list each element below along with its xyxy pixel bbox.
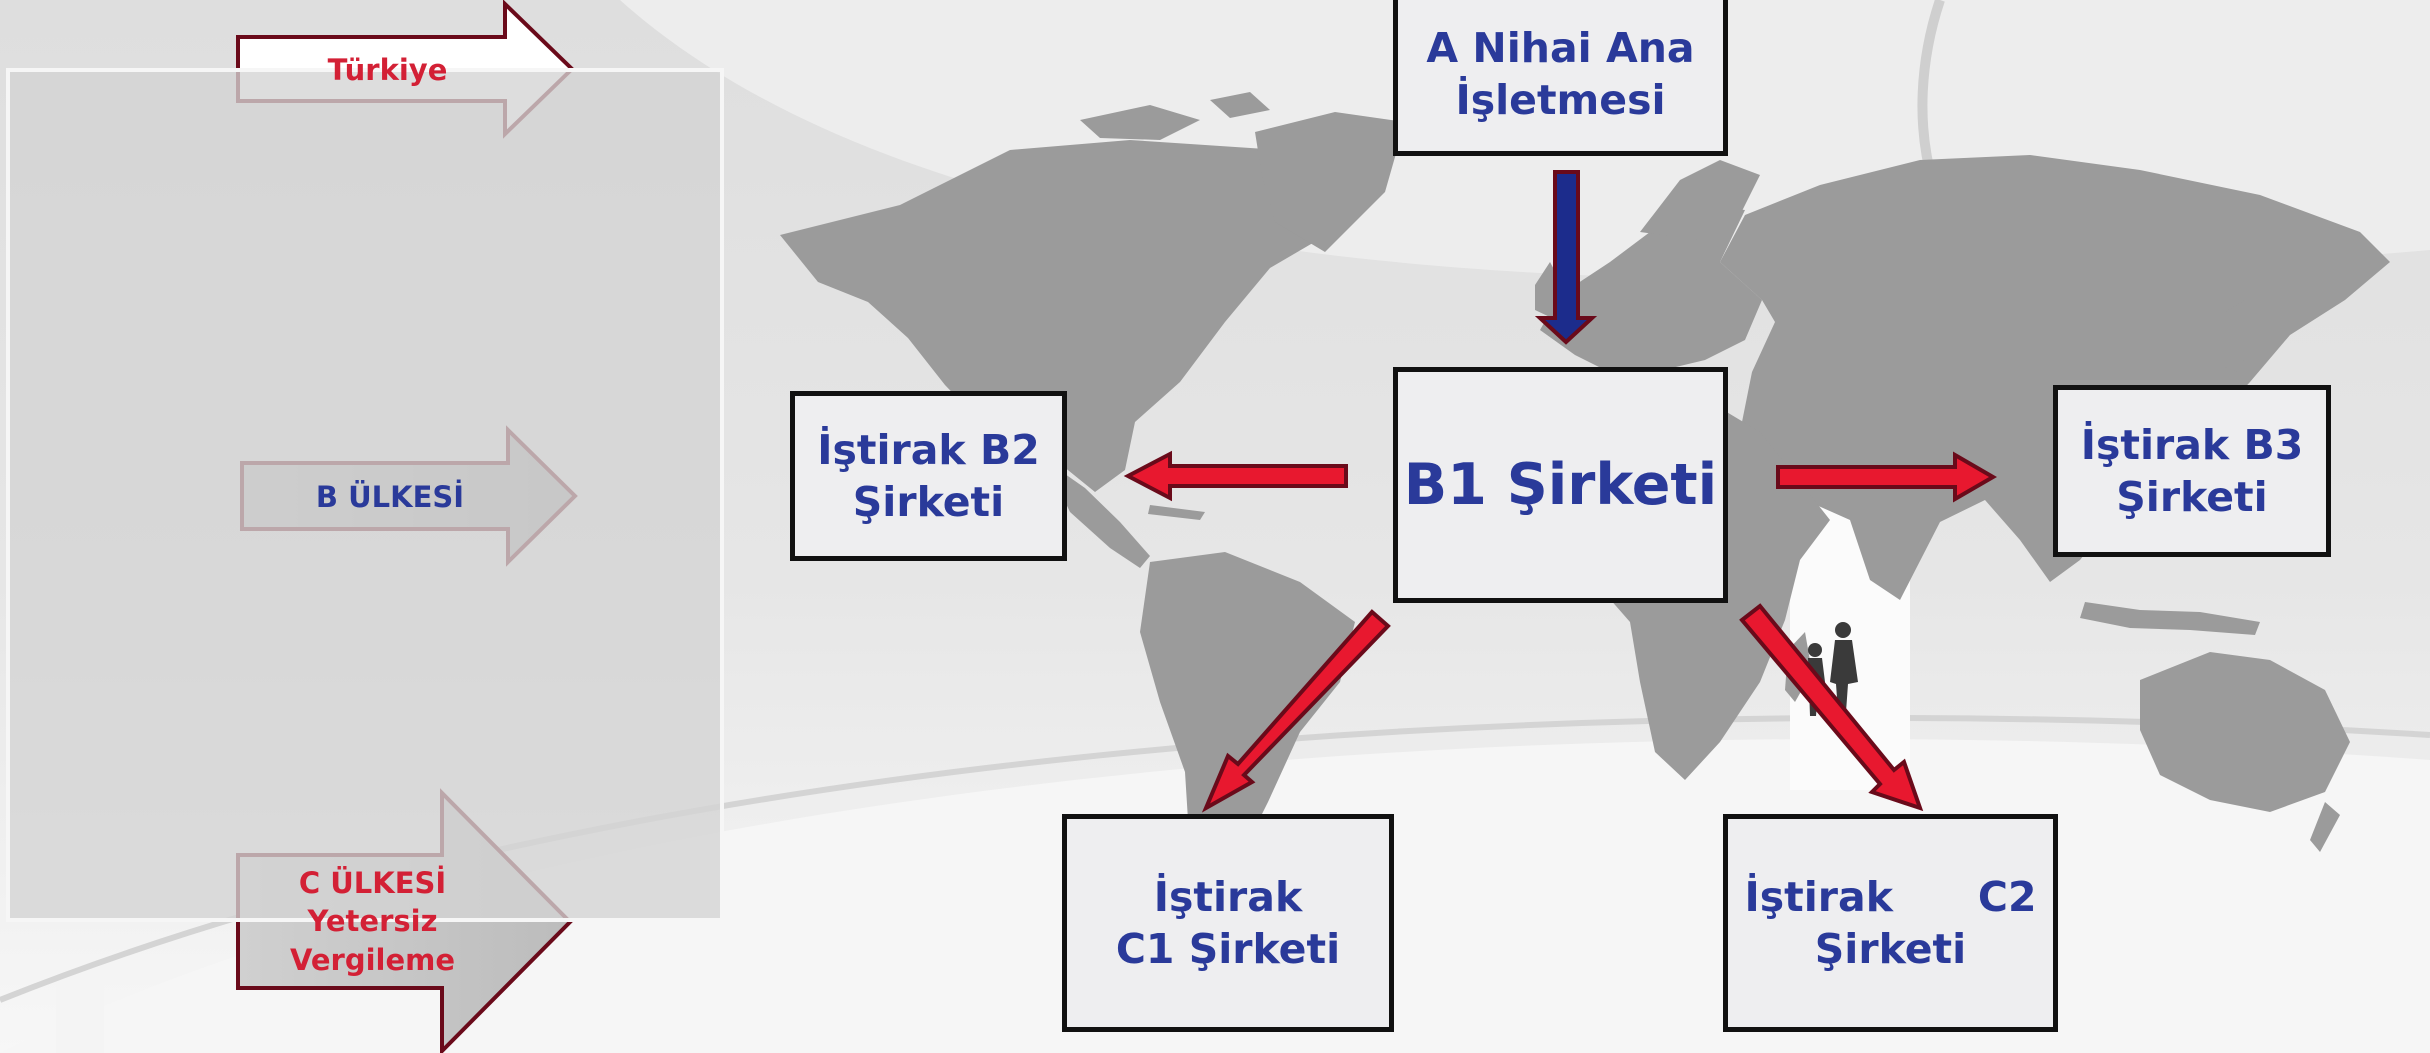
node-a-parent-line-1: A Nihai Ana <box>1426 23 1695 72</box>
node-c2-word: İştirak <box>1744 872 1893 921</box>
c-ulkesi-label: C ÜLKESİ Yetersiz Vergileme <box>275 864 470 979</box>
node-c1-line-1: İştirak <box>1153 872 1303 921</box>
b-ulkesi-label: B ÜLKESİ <box>315 480 465 514</box>
arrow-b1-to-b3 <box>1776 451 1997 503</box>
arrow-b1-to-c1 <box>1201 609 1391 813</box>
node-c1: İştirak C1 Şirketi <box>1062 814 1394 1032</box>
country-panel <box>6 68 724 922</box>
node-b3-line-2: Şirketi <box>2116 473 2268 521</box>
arrow-b1-to-b2 <box>1123 450 1348 502</box>
arrow-a-to-b1 <box>1534 170 1598 345</box>
node-c1-line-2: C1 Şirketi <box>1115 925 1341 973</box>
node-b1: B1 Şirketi <box>1393 367 1728 603</box>
node-a-parent-line-2: İşletmesi <box>1455 76 1666 124</box>
node-c2-line-2: Şirketi <box>1814 925 1967 973</box>
node-b2: İştirak B2 Şirketi <box>790 391 1067 561</box>
c-ulkesi-line-1: C ÜLKESİ <box>298 866 447 900</box>
c-ulkesi-line-2: Yetersiz <box>307 904 438 939</box>
node-a-parent: A Nihai Ana İşletmesi <box>1393 0 1728 156</box>
node-b3-line-1: İştirak B3 <box>2080 420 2304 469</box>
turkiye-label: Türkiye <box>327 53 448 87</box>
node-b2-line-1: İştirak B2 <box>817 425 1040 474</box>
node-c2: İştirak C2 Şirketi <box>1723 814 2058 1032</box>
arrow-b1-to-c2 <box>1739 603 1924 812</box>
node-b2-line-2: Şirketi <box>852 478 1005 526</box>
c-ulkesi-line-3: Vergileme <box>289 942 456 977</box>
node-c2-code: C2 <box>1977 872 2037 921</box>
node-b3: İştirak B3 Şirketi <box>2053 385 2331 557</box>
